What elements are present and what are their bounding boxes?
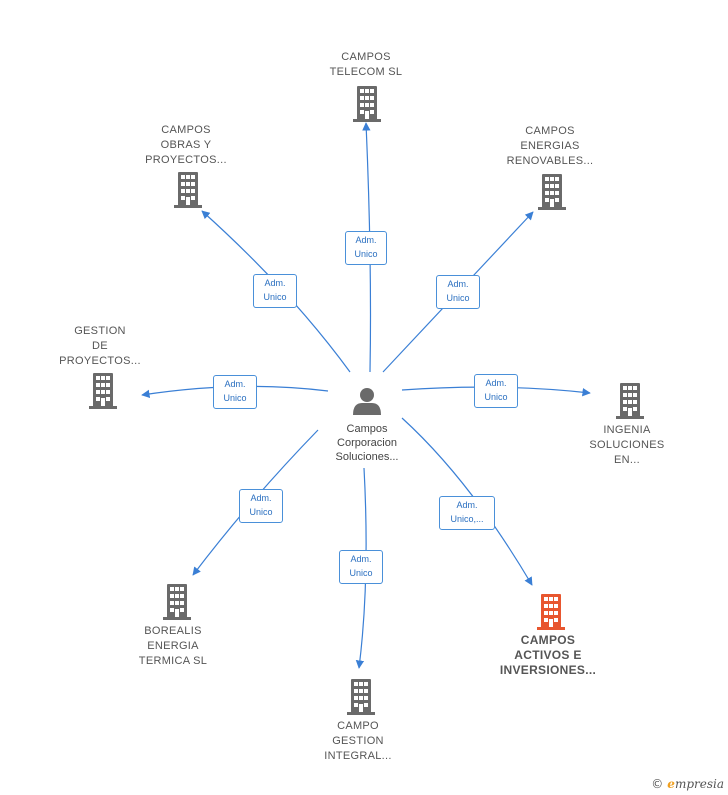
- node-label-line: CAMPOS: [520, 633, 576, 647]
- building-icon[interactable]: [163, 584, 191, 620]
- relation-badge-ingenia[interactable]: Adm. Unico: [474, 374, 518, 408]
- node-label-line: CAMPOS: [525, 125, 575, 137]
- copyright-icon: ©: [651, 777, 664, 791]
- relation-text: Adm.: [350, 554, 372, 564]
- node-label-ingenia[interactable]: INGENIA SOLUCIONES EN...: [557, 423, 697, 468]
- node-label-line: SOLUCIONES: [589, 439, 665, 451]
- relation-badge-borealis[interactable]: Adm. Unico: [239, 489, 283, 523]
- relation-text: Unico: [223, 393, 247, 403]
- node-label-line: ACTIVOS E: [514, 648, 582, 662]
- edge-activos: [401, 417, 533, 586]
- center-label[interactable]: Campos Corporacion Soluciones...: [307, 422, 427, 464]
- relation-badge-telecom[interactable]: Adm. Unico: [345, 231, 387, 265]
- node-label-renovables[interactable]: CAMPOS ENERGIAS RENOVABLES...: [480, 124, 620, 169]
- building-icon[interactable]: [353, 86, 381, 122]
- node-label-line: ENERGIAS: [520, 140, 580, 152]
- node-label-line: CAMPOS: [161, 124, 211, 136]
- center-label-line: Corporacion: [337, 437, 397, 449]
- brand-name: mpresia: [674, 777, 724, 791]
- node-label-line: BOREALIS: [144, 625, 202, 637]
- node-label-telecom[interactable]: CAMPOS TELECOM SL: [296, 50, 436, 80]
- node-label-line: DE: [92, 340, 108, 352]
- node-label-gestion-proyectos[interactable]: GESTION DE PROYECTOS...: [30, 324, 170, 369]
- brand-initial: e: [667, 777, 675, 791]
- node-label-line: TERMICA SL: [138, 655, 208, 667]
- person-icon[interactable]: [353, 388, 381, 415]
- relation-text: Adm.: [485, 378, 507, 388]
- node-label-line: INGENIA: [603, 424, 651, 436]
- node-label-line: PROYECTOS...: [59, 355, 141, 367]
- relation-text: Unico: [263, 292, 287, 302]
- node-label-line: INTEGRAL...: [324, 750, 392, 762]
- relation-text: Adm.: [355, 235, 377, 245]
- building-icon[interactable]: [538, 174, 566, 210]
- center-label-line: Soluciones...: [335, 451, 399, 463]
- node-label-line: PROYECTOS...: [145, 154, 227, 166]
- node-label-obras[interactable]: CAMPOS OBRAS Y PROYECTOS...: [116, 123, 256, 168]
- node-label-line: ENERGIA: [147, 640, 199, 652]
- relation-text: Unico: [484, 392, 508, 402]
- relation-text: Adm.: [456, 500, 478, 510]
- relation-text: Adm.: [447, 279, 469, 289]
- building-icon[interactable]: [537, 594, 565, 630]
- building-icon[interactable]: [174, 172, 202, 208]
- building-icon[interactable]: [616, 383, 644, 419]
- node-label-line: CAMPO: [337, 720, 379, 732]
- relation-text: Unico: [354, 249, 378, 259]
- node-label-borealis[interactable]: BOREALIS ENERGIA TERMICA SL: [103, 624, 243, 669]
- node-label-line: OBRAS Y: [160, 139, 212, 151]
- node-label-line: GESTION: [332, 735, 384, 747]
- relation-text: Adm.: [250, 493, 272, 503]
- relation-text: Unico: [349, 568, 373, 578]
- node-label-line: CAMPOS: [341, 51, 391, 63]
- relation-text: Adm.: [264, 278, 286, 288]
- relation-text: Unico: [249, 507, 273, 517]
- footer-brand: ©empresia: [651, 777, 724, 791]
- relation-text: Unico: [446, 293, 470, 303]
- center-label-line: Campos: [346, 423, 388, 435]
- relation-badge-activos[interactable]: Adm. Unico,...: [439, 496, 495, 530]
- relation-badge-gestion-integral[interactable]: Adm. Unico: [339, 550, 383, 584]
- building-icon[interactable]: [89, 373, 117, 409]
- node-label-gestion-integral[interactable]: CAMPO GESTION INTEGRAL...: [288, 719, 428, 764]
- node-label-line: GESTION: [74, 325, 126, 337]
- relation-badge-renovables[interactable]: Adm. Unico: [436, 275, 480, 309]
- node-label-line: TELECOM SL: [329, 66, 403, 78]
- node-label-line: EN...: [614, 454, 640, 466]
- node-label-line: RENOVABLES...: [506, 155, 594, 167]
- relation-text: Adm.: [224, 379, 246, 389]
- relation-badge-obras[interactable]: Adm. Unico: [253, 274, 297, 308]
- node-label-line: INVERSIONES...: [499, 663, 597, 677]
- relation-badge-gestion-proyectos[interactable]: Adm. Unico: [213, 375, 257, 409]
- relation-text: Unico,...: [450, 514, 484, 524]
- building-icon[interactable]: [347, 679, 375, 715]
